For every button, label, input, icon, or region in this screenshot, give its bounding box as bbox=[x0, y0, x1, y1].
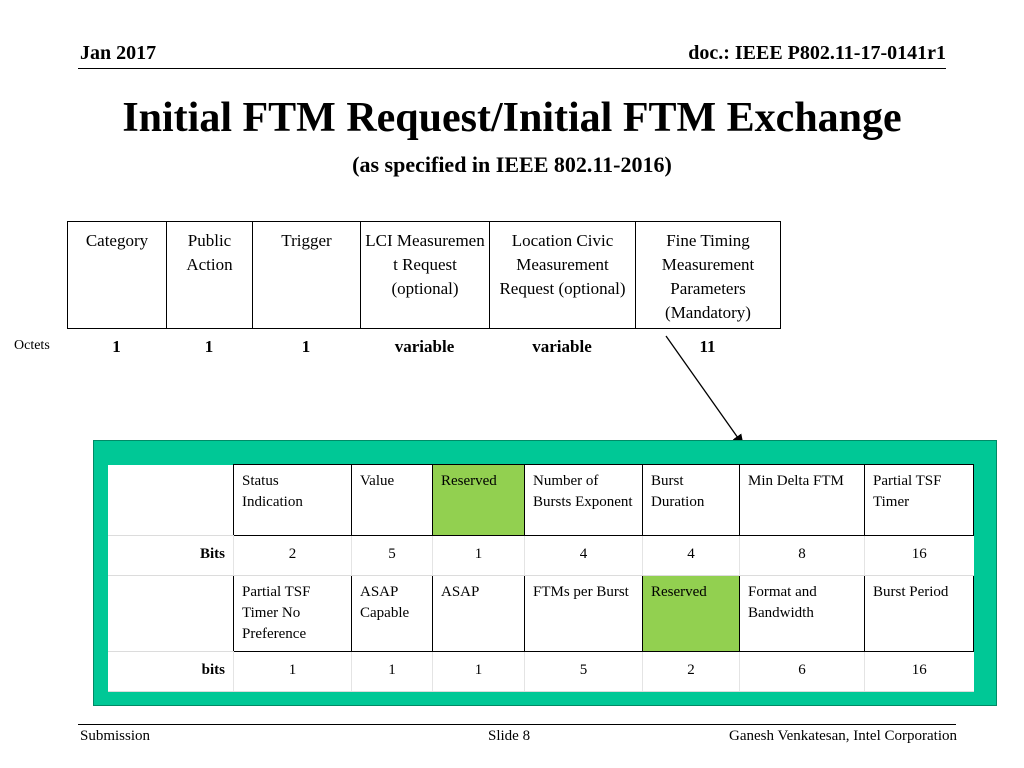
field-format-and-bandwidth: Format and Bandwidth bbox=[739, 575, 865, 652]
footer-author: Ganesh Venkatesan, Intel Corporation bbox=[729, 728, 957, 744]
bits-value: 4 bbox=[524, 535, 643, 576]
octets-lci: variable bbox=[394, 337, 455, 356]
octets-label: Octets bbox=[14, 338, 50, 353]
footer-slide-number: Slide 8 bbox=[488, 728, 531, 744]
slide-title: Initial FTM Request/Initial FTM Exchange bbox=[122, 95, 902, 141]
footer-submission: Submission bbox=[80, 728, 151, 744]
field-asap-capable: ASAP Capable bbox=[351, 575, 433, 652]
field-number-of-bursts-exponent: Number of Bursts Exponent bbox=[524, 464, 643, 536]
octets-location-civic: variable bbox=[532, 337, 592, 356]
field-value: Value bbox=[351, 464, 433, 536]
field-asap: ASAP bbox=[432, 575, 525, 652]
bits-label: Bits bbox=[108, 535, 234, 576]
field-min-delta-ftm: Min Delta FTM bbox=[739, 464, 865, 536]
slide-subtitle: (as specified in IEEE 802.11-2016) bbox=[352, 152, 672, 177]
bits-label: bits bbox=[108, 651, 234, 692]
bits-value: 8 bbox=[739, 535, 865, 576]
bits-value: 4 bbox=[642, 535, 740, 576]
field-reserved: Reserved bbox=[642, 575, 740, 652]
bits-value: 1 bbox=[351, 651, 433, 692]
field-ftms-per-burst: FTMs per Burst bbox=[524, 575, 643, 652]
bits-value: 5 bbox=[524, 651, 643, 692]
bits-value: 1 bbox=[432, 535, 525, 576]
octets-row: 1 1 1 variable variable 11 bbox=[67, 336, 780, 358]
bits-value: 16 bbox=[864, 535, 974, 576]
header-date: Jan 2017 bbox=[80, 42, 157, 64]
field-partial-tsf-timer: Partial TSF Timer bbox=[864, 464, 974, 536]
frame-field-ftm-parameters: Fine Timing Measurement Parameters (Mand… bbox=[635, 221, 781, 329]
field-burst-duration: Burst Duration bbox=[642, 464, 740, 536]
blank-cell bbox=[108, 575, 234, 652]
bits-value: 2 bbox=[233, 535, 352, 576]
header-doc-id: doc.: IEEE P802.11-17-0141r1 bbox=[688, 42, 946, 64]
bits-value: 1 bbox=[233, 651, 352, 692]
header-divider bbox=[78, 68, 946, 69]
field-burst-period: Burst Period bbox=[864, 575, 974, 652]
blank-cell bbox=[108, 464, 234, 536]
frame-format-table: Category Public Action Trigger LCI Measu… bbox=[67, 221, 781, 329]
bits-value: 5 bbox=[351, 535, 433, 576]
bits-value: 2 bbox=[642, 651, 740, 692]
frame-field-trigger: Trigger bbox=[252, 221, 361, 329]
ftm-parameters-table: Status Indication Value Reserved Number … bbox=[108, 464, 974, 692]
octets-category: 1 bbox=[112, 337, 121, 356]
bits-value: 6 bbox=[739, 651, 865, 692]
bits-value: 16 bbox=[864, 651, 974, 692]
field-status-indication: Status Indication bbox=[233, 464, 352, 536]
frame-field-location-civic-request: Location Civic Measurement Request (opti… bbox=[489, 221, 636, 329]
frame-field-lci-request: LCI Measuremen t Request (optional) bbox=[360, 221, 490, 329]
octets-public-action: 1 bbox=[204, 337, 214, 356]
octets-ftm-parameters: 11 bbox=[699, 337, 716, 356]
field-reserved: Reserved bbox=[432, 464, 525, 536]
field-partial-tsf-timer-no-preference: Partial TSF Timer No Preference bbox=[233, 575, 352, 652]
bits-value: 1 bbox=[432, 651, 525, 692]
frame-field-public-action: Public Action bbox=[166, 221, 253, 329]
footer-divider bbox=[78, 724, 956, 725]
octets-trigger: 1 bbox=[301, 337, 311, 356]
